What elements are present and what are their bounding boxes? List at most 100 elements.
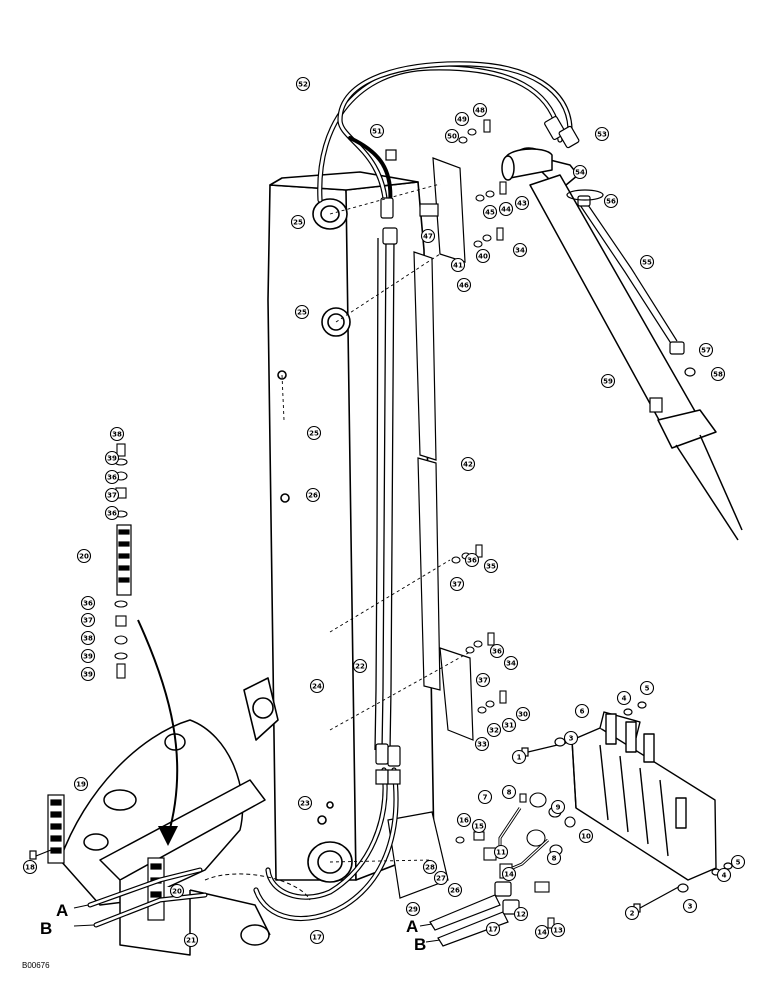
callout-number: 50 bbox=[447, 133, 457, 141]
leader-b-left bbox=[73, 924, 95, 927]
callout-circle bbox=[447, 882, 463, 898]
callout-9: 9 bbox=[550, 799, 566, 815]
callout-number: 18 bbox=[25, 864, 35, 872]
callout-51: 51 bbox=[369, 123, 385, 139]
leader-a-right bbox=[419, 923, 433, 927]
callout-circle bbox=[730, 854, 746, 870]
callout-circle bbox=[306, 425, 322, 441]
callout-circle bbox=[477, 789, 493, 805]
callout-18: 18 bbox=[22, 859, 38, 875]
hose-fittings-bottom bbox=[375, 743, 401, 785]
assembly-arrow bbox=[137, 619, 179, 837]
callout-circle bbox=[716, 867, 732, 883]
callout-number: 8 bbox=[507, 789, 512, 797]
callout-4: 4 bbox=[716, 867, 732, 883]
callout-circle bbox=[80, 612, 96, 628]
callout-11: 11 bbox=[493, 844, 509, 860]
callout-17: 17 bbox=[309, 929, 325, 945]
callout-15: 15 bbox=[471, 818, 487, 834]
callout-number: 10 bbox=[581, 833, 591, 841]
callout-circle bbox=[489, 643, 505, 659]
callout-circle bbox=[616, 690, 632, 706]
callout-36: 36 bbox=[104, 469, 120, 485]
callout-circle bbox=[73, 776, 89, 792]
callout-circle bbox=[450, 257, 466, 273]
callout-8: 8 bbox=[501, 784, 517, 800]
callout-number: 25 bbox=[293, 219, 303, 227]
callout-21: 21 bbox=[183, 932, 199, 948]
label-a-right: A bbox=[406, 917, 418, 936]
callout-number: 55 bbox=[642, 259, 652, 267]
callout-circle bbox=[297, 795, 313, 811]
callout-circle bbox=[501, 866, 517, 882]
callout-number: 36 bbox=[107, 510, 117, 518]
callout-number: 23 bbox=[300, 800, 310, 808]
callout-number: 22 bbox=[355, 663, 365, 671]
callout-circle bbox=[104, 450, 120, 466]
hose-ends-left bbox=[87, 867, 208, 928]
callout-circle bbox=[501, 784, 517, 800]
callout-number: 49 bbox=[457, 116, 467, 124]
callout-8: 8 bbox=[546, 850, 562, 866]
callout-number: 1 bbox=[517, 754, 522, 762]
callout-circle bbox=[80, 648, 96, 664]
callout-circle bbox=[104, 487, 120, 503]
bolt-18 bbox=[29, 847, 57, 860]
callout-number: 3 bbox=[688, 903, 693, 911]
callout-29: 29 bbox=[405, 901, 421, 917]
callout-number: 46 bbox=[459, 282, 469, 290]
callout-number: 45 bbox=[485, 209, 495, 217]
label-a-left: A bbox=[56, 901, 68, 920]
callout-1: 1 bbox=[511, 749, 527, 765]
callout-number: 25 bbox=[309, 430, 319, 438]
callout-5: 5 bbox=[639, 680, 655, 696]
clamp-block-20 bbox=[147, 857, 165, 921]
label-b-right: B bbox=[414, 935, 426, 954]
callout-6: 6 bbox=[574, 703, 590, 719]
top-hoses bbox=[317, 61, 573, 213]
callout-circle bbox=[493, 844, 509, 860]
callout-circle bbox=[352, 658, 368, 674]
callout-circle bbox=[369, 123, 385, 139]
callout-circle bbox=[600, 373, 616, 389]
callout-circle bbox=[485, 921, 501, 937]
hydraulic-tubes bbox=[374, 237, 395, 751]
callout-19: 19 bbox=[73, 776, 89, 792]
callout-circle bbox=[483, 558, 499, 574]
callout-33: 33 bbox=[474, 736, 490, 752]
callout-number: 36 bbox=[107, 474, 117, 482]
callout-circle bbox=[80, 666, 96, 682]
callout-37: 37 bbox=[449, 576, 465, 592]
callout-39: 39 bbox=[80, 666, 96, 682]
callout-number: 37 bbox=[478, 677, 488, 685]
callout-28: 28 bbox=[422, 859, 438, 875]
callout-44: 44 bbox=[498, 201, 514, 217]
callout-circle bbox=[550, 922, 566, 938]
callout-circle bbox=[309, 929, 325, 945]
assembly-arrowhead bbox=[158, 826, 178, 846]
callout-58: 58 bbox=[710, 366, 726, 382]
callout-13: 13 bbox=[550, 922, 566, 938]
callout-49: 49 bbox=[454, 111, 470, 127]
callout-4: 4 bbox=[616, 690, 632, 706]
hardware-mid-right bbox=[451, 544, 507, 714]
callout-12: 12 bbox=[513, 906, 529, 922]
callout-number: 31 bbox=[504, 722, 514, 730]
callout-number: 5 bbox=[645, 685, 650, 693]
callout-26: 26 bbox=[305, 487, 321, 503]
callout-number: 58 bbox=[713, 371, 723, 379]
callout-34: 34 bbox=[503, 655, 519, 671]
callout-3: 3 bbox=[563, 730, 579, 746]
callout-group: 1233445567889101112131414151617171819202… bbox=[22, 76, 746, 948]
callout-number: 19 bbox=[76, 781, 86, 789]
callout-number: 57 bbox=[701, 347, 711, 355]
callout-circle bbox=[471, 818, 487, 834]
callout-14: 14 bbox=[534, 924, 550, 940]
callout-number: 20 bbox=[79, 553, 89, 561]
callout-number: 29 bbox=[408, 906, 418, 914]
callout-circle bbox=[472, 102, 488, 118]
callout-circle bbox=[449, 576, 465, 592]
callout-circle bbox=[76, 548, 92, 564]
callout-number: 36 bbox=[467, 557, 477, 565]
callout-circle bbox=[639, 680, 655, 696]
